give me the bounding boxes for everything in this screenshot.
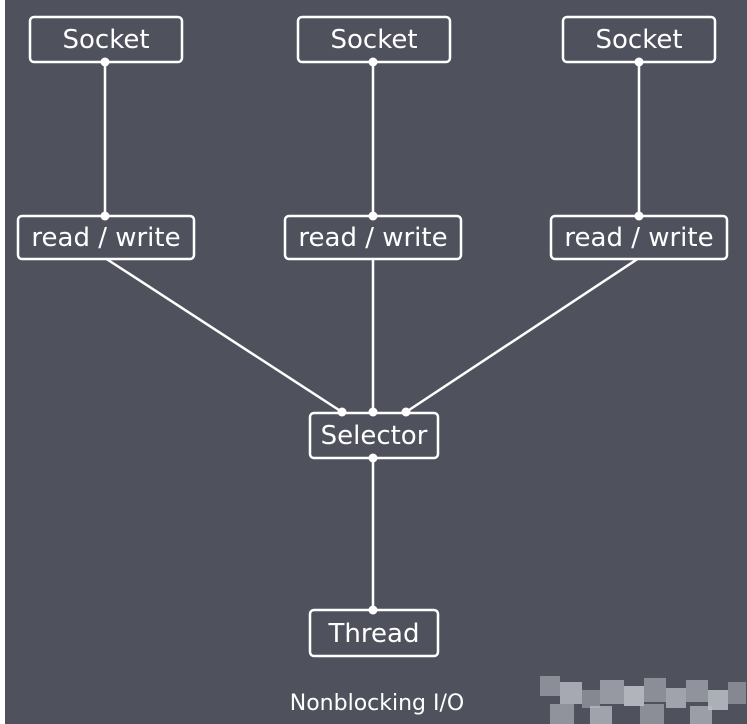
diagram-canvas: Socket Socket Socket read / write read /…	[5, 0, 747, 724]
dot-rw-2-top	[368, 211, 378, 221]
edges	[103, 62, 641, 610]
dot-selector-left	[337, 407, 347, 417]
dot-thread-top	[368, 605, 378, 615]
nonblocking-io-diagram: Socket Socket Socket read / write read /…	[16, 15, 746, 724]
node-socket-1: Socket	[28, 15, 184, 64]
node-socket-3-label: Socket	[595, 25, 682, 55]
dot-rw-3-top	[634, 211, 644, 221]
node-selector-label: Selector	[321, 421, 428, 451]
node-thread-label: Thread	[328, 619, 420, 649]
dot-rw-1-top	[100, 211, 110, 221]
edge-rw-3-selector	[405, 256, 640, 414]
node-rw-1-label: read / write	[31, 223, 180, 253]
connector-dots	[100, 57, 644, 615]
node-socket-2-label: Socket	[330, 25, 417, 55]
node-rw-2-label: read / write	[298, 223, 447, 253]
node-selector: Selector	[308, 411, 440, 460]
dot-socket-2-bottom	[368, 57, 378, 67]
node-socket-3: Socket	[561, 15, 717, 64]
edge-rw-1-selector	[104, 256, 343, 414]
dot-selector-bottom	[368, 453, 378, 463]
dot-selector-center	[368, 407, 378, 417]
diagram-caption: Nonblocking I/O	[290, 691, 464, 716]
node-rw-2: read / write	[283, 214, 463, 261]
node-rw-1: read / write	[16, 214, 196, 261]
dot-socket-1-bottom	[100, 57, 110, 67]
dot-socket-3-bottom	[634, 57, 644, 67]
node-thread: Thread	[308, 608, 440, 658]
pixelated-watermark	[540, 676, 746, 724]
dot-selector-right	[401, 407, 411, 417]
node-rw-3: read / write	[549, 214, 729, 261]
node-socket-1-label: Socket	[62, 25, 149, 55]
node-socket-2: Socket	[296, 15, 452, 64]
node-rw-3-label: read / write	[564, 223, 713, 253]
